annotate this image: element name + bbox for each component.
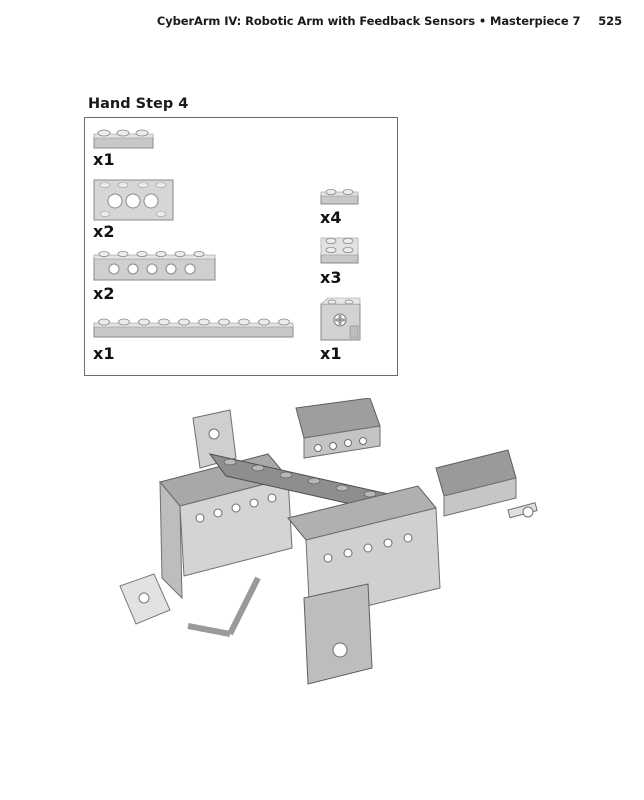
part-qty-3: x2 bbox=[93, 284, 115, 303]
part-qty-1: x1 bbox=[93, 150, 115, 169]
part-qty-5: x4 bbox=[320, 208, 342, 227]
running-title: CyberArm IV: Robotic Arm with Feedback S… bbox=[156, 14, 475, 28]
plate-1x3-icon bbox=[93, 129, 154, 149]
technic-brick-1x6-icon bbox=[93, 251, 216, 281]
part-qty-7: x1 bbox=[320, 344, 342, 363]
part-qty-4: x1 bbox=[93, 344, 115, 363]
header-bullet: • bbox=[478, 14, 487, 28]
plate-1x10-icon bbox=[93, 318, 294, 338]
part-qty-2: x2 bbox=[93, 222, 115, 241]
parts-list-box: x1 x2 x2 bbox=[84, 117, 398, 376]
technic-brick-2x4-icon bbox=[93, 179, 174, 221]
assembly-model-illustration bbox=[119, 398, 538, 685]
page-number: 525 bbox=[598, 14, 622, 28]
part-qty-6: x3 bbox=[320, 268, 342, 287]
chapter-label: Masterpiece 7 bbox=[490, 14, 581, 28]
running-header: CyberArm IV: Robotic Arm with Feedback S… bbox=[0, 14, 622, 28]
plate-1x2-icon bbox=[320, 189, 359, 205]
technic-brick-2x2-axle-icon bbox=[320, 297, 361, 341]
plate-2x2-icon bbox=[320, 237, 359, 264]
step-title: Hand Step 4 bbox=[88, 96, 189, 112]
